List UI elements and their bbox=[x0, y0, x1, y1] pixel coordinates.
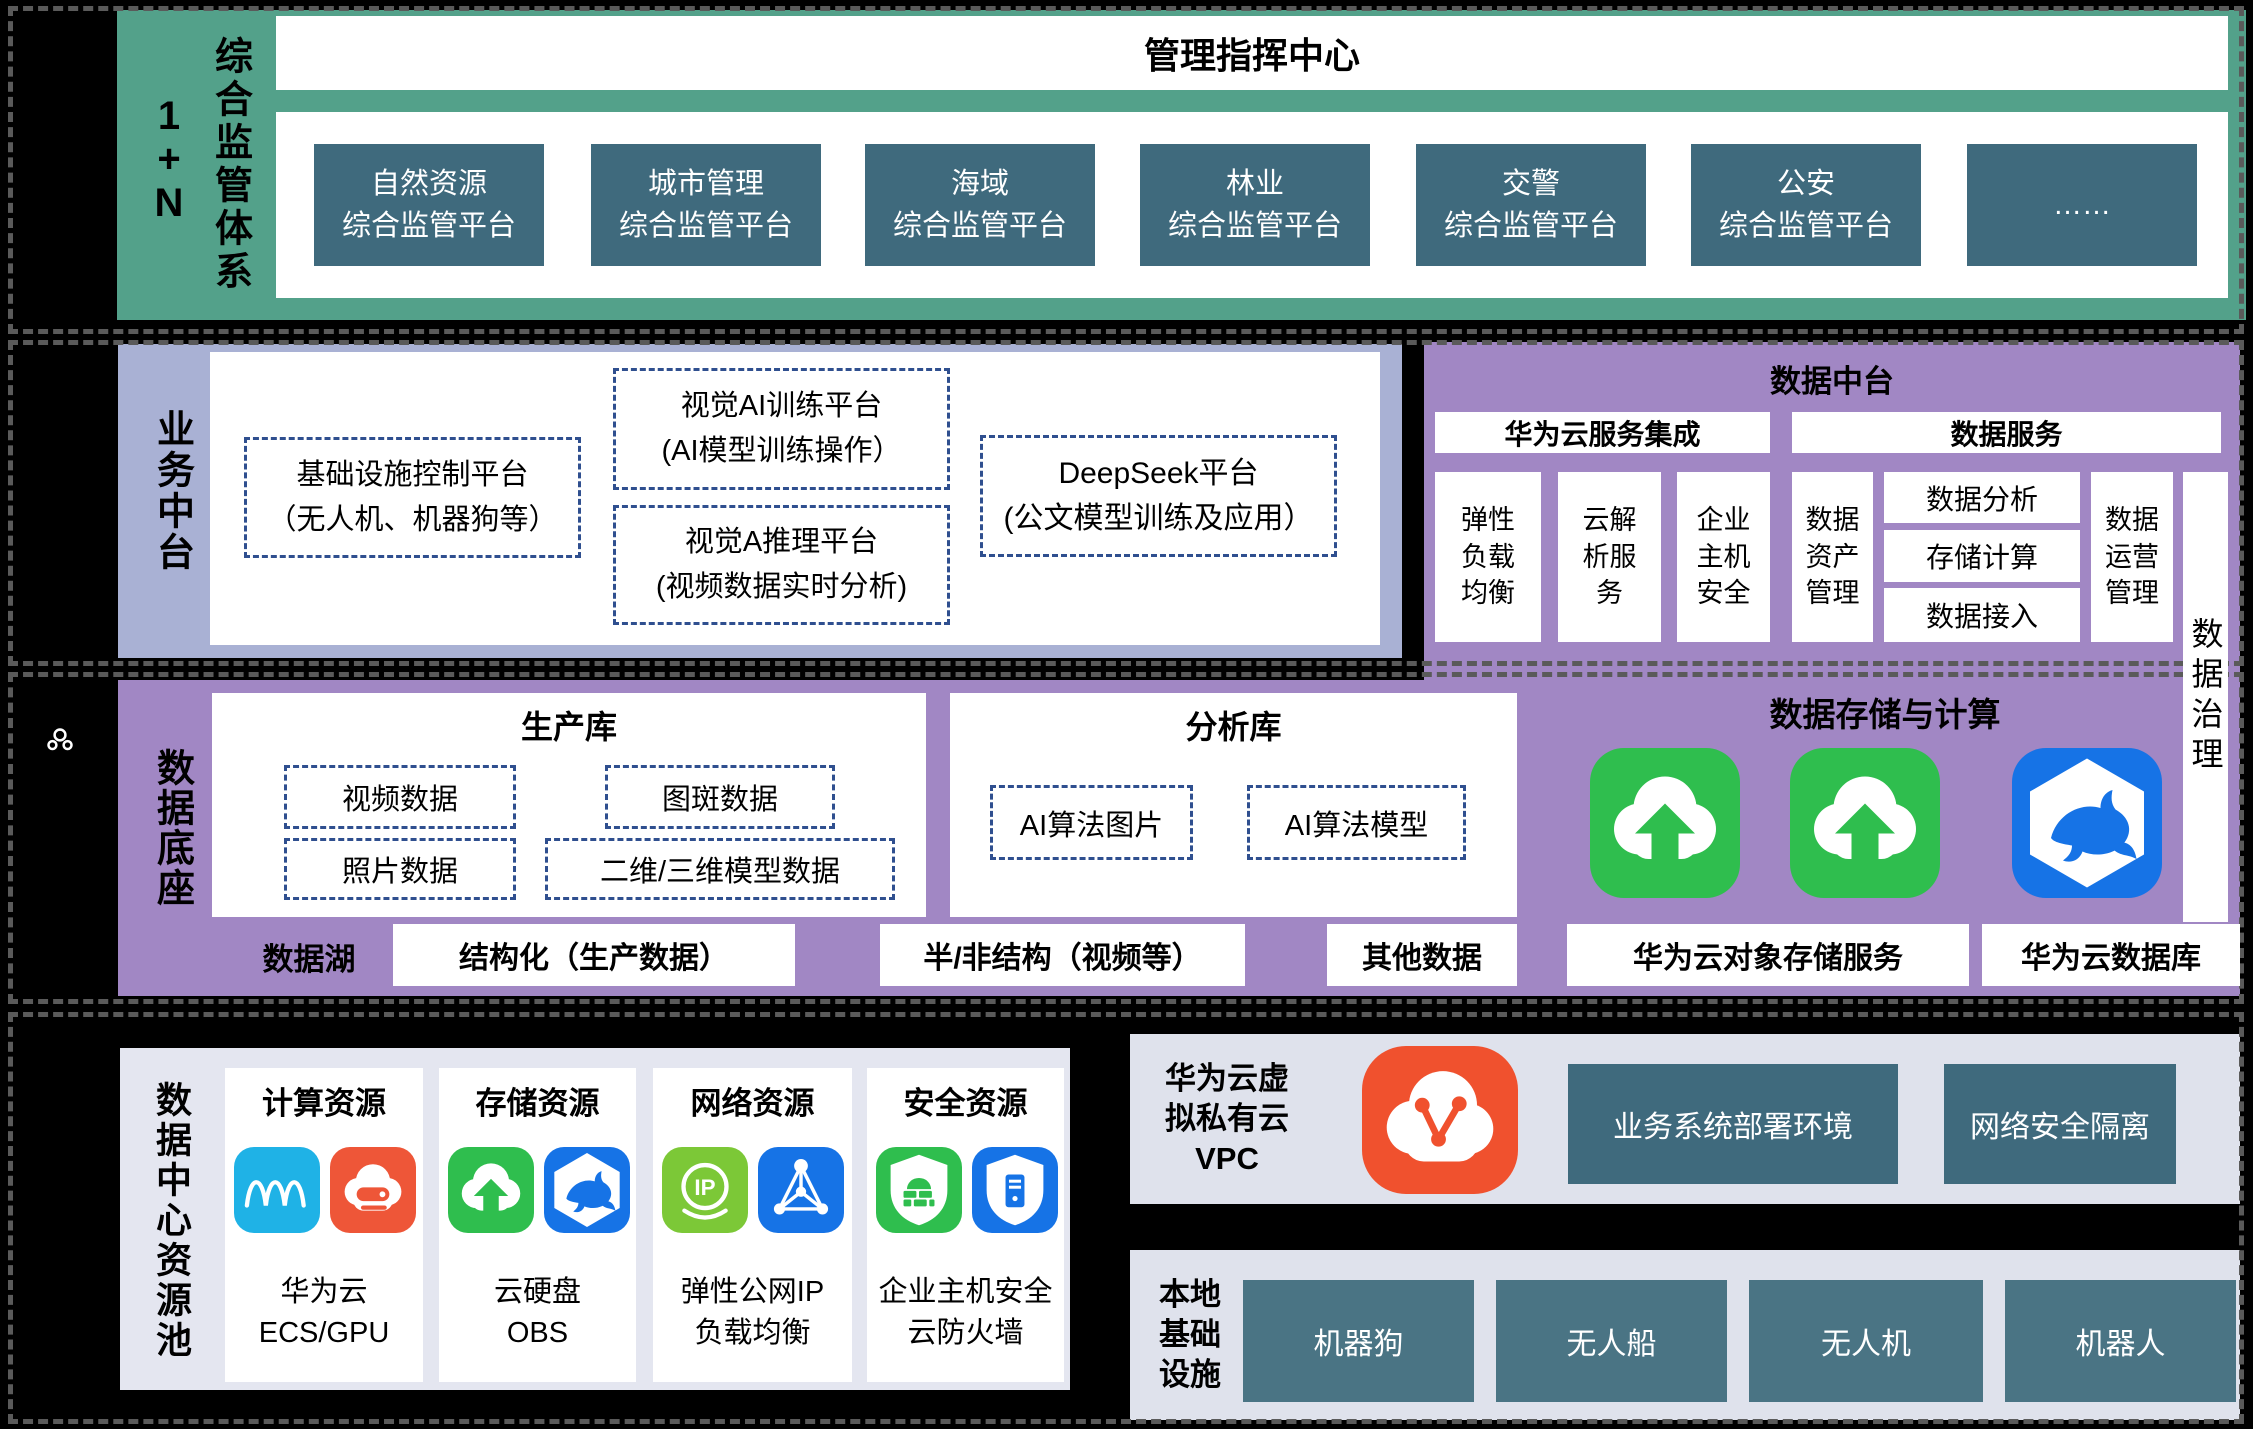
data-analysis-box: 数据分析 bbox=[1884, 472, 2080, 523]
hwcloud-integration-header: 华为云服务集成 bbox=[1435, 412, 1770, 453]
data-access-box: 数据接入 bbox=[1884, 588, 2080, 642]
platform-natural-resources: 自然资源综合监管平台 bbox=[314, 144, 544, 266]
elb-column: 弹性 负载 均衡 bbox=[1435, 472, 1541, 642]
platform-city-management: 城市管理综合监管平台 bbox=[591, 144, 821, 266]
vision-ai-inference-box: 视觉A推理平台 (视频数据实时分析) bbox=[613, 505, 950, 625]
obs-cloud-upload-icon bbox=[1790, 748, 1940, 898]
cloud-server-icon bbox=[330, 1147, 416, 1233]
vpc-cloud-icon bbox=[1362, 1046, 1518, 1194]
robot-box: 机器人 bbox=[2005, 1280, 2236, 1402]
ai-algo-image-box: AI算法图片 bbox=[990, 785, 1193, 860]
band-data-base-frame bbox=[8, 672, 2244, 1004]
hss-column: 企业 主机 安全 bbox=[1677, 472, 1770, 642]
platform-public-security: 公安综合监管平台 bbox=[1691, 144, 1921, 266]
platform-ellipsis: …… bbox=[1967, 144, 2197, 266]
patch-data-box: 图斑数据 bbox=[605, 765, 835, 829]
security-resource-title: 安全资源 bbox=[903, 1085, 1028, 1121]
storage-resource-label: 云硬盘 OBS bbox=[493, 1276, 581, 1349]
semi-unstructured-box: 半/非结构（视频等） bbox=[880, 924, 1245, 986]
local-infra-label: 本地 基础 设施 bbox=[1159, 1276, 1221, 1393]
drone-box: 无人机 bbox=[1749, 1280, 1983, 1402]
obs-cloud-upload-icon bbox=[448, 1147, 534, 1233]
analysis-db-title: 分析库 bbox=[1185, 709, 1282, 745]
one-plus-n-label: 1 + N bbox=[154, 94, 184, 225]
band-monitor-frame bbox=[8, 6, 2244, 334]
unmanned-boat-box: 无人船 bbox=[1496, 1280, 1727, 1402]
platform-forestry: 林业综合监管平台 bbox=[1140, 144, 1370, 266]
shield-host-icon bbox=[972, 1147, 1058, 1233]
wave-compute-icon bbox=[234, 1147, 320, 1233]
monitor-side-label: 综合监管体系 bbox=[208, 36, 251, 294]
vpc-label: 华为云虚 拟私有云 VPC bbox=[1165, 1060, 1289, 1177]
obs-cloud-upload-icon bbox=[1590, 748, 1740, 898]
ai-algo-model-box: AI算法模型 bbox=[1247, 785, 1466, 860]
command-center-box: 管理指挥中心 bbox=[276, 16, 2228, 90]
network-resource-label: 弹性公网IP 负载均衡 bbox=[680, 1276, 825, 1349]
network-resource-title: 网络资源 bbox=[690, 1085, 815, 1121]
other-data-box: 其他数据 bbox=[1327, 924, 1517, 986]
ip-circle-icon: IP bbox=[662, 1147, 748, 1233]
platform-sea-area: 海域综合监管平台 bbox=[865, 144, 1095, 266]
deploy-env-box: 业务系统部署环境 bbox=[1568, 1064, 1898, 1184]
command-center-title: 管理指挥中心 bbox=[1143, 35, 1360, 76]
robot-dog-box: 机器狗 bbox=[1243, 1280, 1474, 1402]
production-db-title: 生产库 bbox=[520, 709, 617, 745]
data-ops-column: 数据 运营 管理 bbox=[2091, 472, 2173, 642]
data-lake-label: 数据湖 bbox=[262, 941, 356, 977]
vision-ai-training-box: 视觉AI训练平台 (AI模型训练操作） bbox=[613, 368, 950, 490]
structured-data-box: 结构化（生产数据） bbox=[393, 924, 795, 986]
band-middle-platform-frame bbox=[8, 340, 2244, 666]
data-base-side-label: 数据底座 bbox=[150, 748, 193, 908]
business-side-label: 业务中台 bbox=[150, 409, 193, 573]
dns-column: 云解 析服 务 bbox=[1558, 472, 1661, 642]
compute-resource-title: 计算资源 bbox=[262, 1085, 386, 1121]
dolphin-database-icon bbox=[2012, 748, 2162, 898]
storage-compute-box: 存储计算 bbox=[1884, 530, 2080, 582]
platform-traffic-police: 交警综合监管平台 bbox=[1416, 144, 1646, 266]
photo-data-box: 照片数据 bbox=[284, 838, 516, 900]
band-resource-frame bbox=[8, 1012, 2244, 1424]
obs-service-box: 华为云对象存储服务 bbox=[1567, 924, 1969, 986]
mesh-network-icon bbox=[758, 1147, 844, 1233]
dolphin-database-icon bbox=[544, 1147, 630, 1233]
data-storage-compute-title: 数据存储与计算 bbox=[1769, 696, 2001, 733]
data-asset-column: 数据 资产 管理 bbox=[1792, 472, 1873, 642]
deepseek-platform-box: DeepSeek平台 (公文模型训练及应用） bbox=[980, 435, 1337, 557]
shield-firewall-icon bbox=[876, 1147, 962, 1233]
svg-text:IP: IP bbox=[694, 1175, 715, 1200]
data-governance-column: 数据治理 bbox=[2183, 472, 2228, 922]
storage-resource-title: 存储资源 bbox=[475, 1085, 600, 1121]
video-data-box: 视频数据 bbox=[284, 765, 516, 829]
cluster-icon bbox=[42, 722, 78, 758]
network-isolation-box: 网络安全隔离 bbox=[1944, 1064, 2176, 1184]
hwcloud-db-box: 华为云数据库 bbox=[1982, 924, 2240, 986]
infra-control-platform-box: 基础设施控制平台 （无人机、机器狗等） bbox=[244, 437, 581, 558]
compute-resource-label: 华为云 ECS/GPU bbox=[258, 1276, 390, 1349]
data-service-header: 数据服务 bbox=[1792, 412, 2221, 453]
data-platform-title: 数据中台 bbox=[1770, 363, 1894, 399]
security-resource-label: 企业主机安全 云防火墙 bbox=[878, 1276, 1053, 1349]
model-data-box: 二维/三维模型数据 bbox=[545, 838, 895, 900]
resource-pool-side-label: 数据中心资源池 bbox=[151, 1081, 192, 1361]
